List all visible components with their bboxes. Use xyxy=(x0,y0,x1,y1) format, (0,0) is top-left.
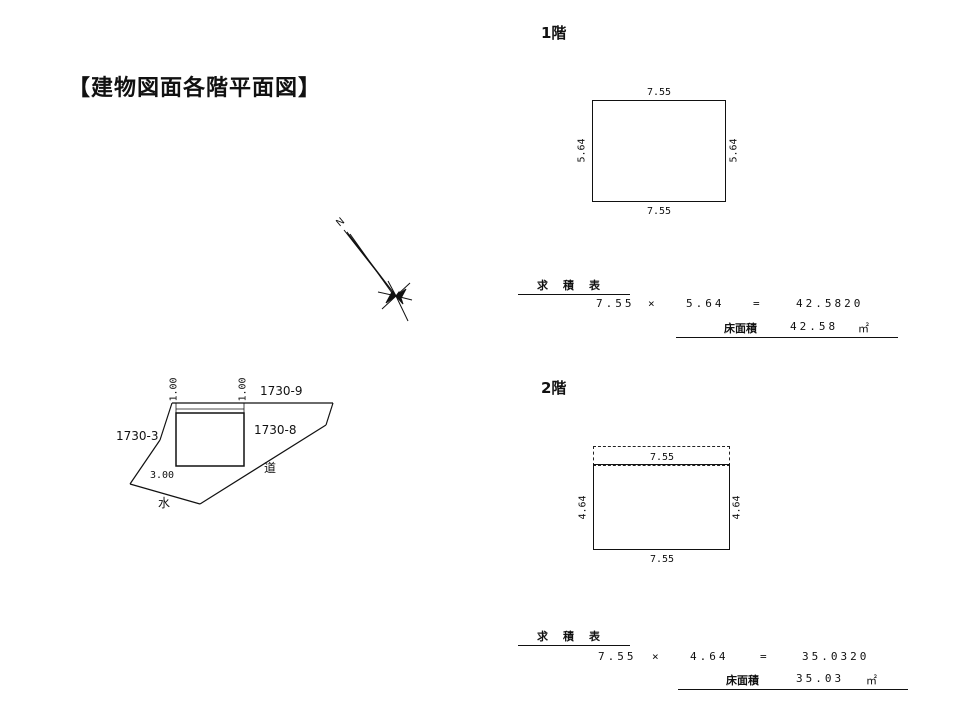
floor2-times-sign: × xyxy=(652,650,662,663)
floor2-area-unit: ㎡ xyxy=(866,674,877,687)
floor1-floor-area-label: 床面積 xyxy=(724,322,757,335)
road-label: 道 xyxy=(264,461,277,475)
floor1-area-unit: ㎡ xyxy=(858,322,869,335)
floor1-plan-outline xyxy=(592,100,726,202)
floor2-floor-area-label: 床面積 xyxy=(726,674,759,687)
page-title: 【建物図面各階平面図】 xyxy=(68,76,322,101)
lot-number-east: 1730-8 xyxy=(254,423,297,437)
floor2-depth-value: 4.64 xyxy=(690,650,729,663)
floor2-total-rule xyxy=(678,689,908,690)
floor1-top-dimension: 7.55 xyxy=(647,87,672,98)
floor1-bottom-dimension: 7.55 xyxy=(647,206,672,217)
site-setback-bottom: 3.00 xyxy=(150,470,175,481)
floor2-width-value: 7.55 xyxy=(598,650,637,663)
floor2-bottom-dimension: 7.55 xyxy=(650,554,675,565)
floor1-floor-area-value: 42.58 xyxy=(790,320,839,333)
floor2-product-value: 35.0320 xyxy=(802,650,870,663)
floor1-width-value: 7.55 xyxy=(596,297,635,310)
site-setback-right: 1.00 xyxy=(237,377,249,402)
floor1-area-table-header: 求 積 表 xyxy=(537,279,602,292)
floor1-label: 1階 xyxy=(541,24,567,42)
lot-number-north: 1730-9 xyxy=(260,384,303,398)
floor1-product-value: 42.5820 xyxy=(796,297,864,310)
floor2-top-dimension: 7.55 xyxy=(650,452,675,463)
floor2-equals-sign: = xyxy=(760,650,770,663)
floor2-header-rule xyxy=(518,645,630,646)
floor1-equals-sign: = xyxy=(753,297,763,310)
floor1-header-rule xyxy=(518,294,630,295)
floor1-depth-value: 5.64 xyxy=(686,297,725,310)
floor2-overhang-dashed-outline xyxy=(593,446,730,466)
floor2-plan-outline xyxy=(593,464,730,550)
floor2-area-table-header: 求 積 表 xyxy=(537,630,602,643)
floor2-floor-area-value: 35.03 xyxy=(796,672,845,685)
floor2-label: 2階 xyxy=(541,379,567,397)
water-label: 水 xyxy=(158,496,171,510)
floor1-times-sign: × xyxy=(648,297,658,310)
floor1-total-rule xyxy=(676,337,898,338)
lot-number-west: 1730-3 xyxy=(116,429,159,443)
site-setback-left: 1.00 xyxy=(168,377,180,402)
